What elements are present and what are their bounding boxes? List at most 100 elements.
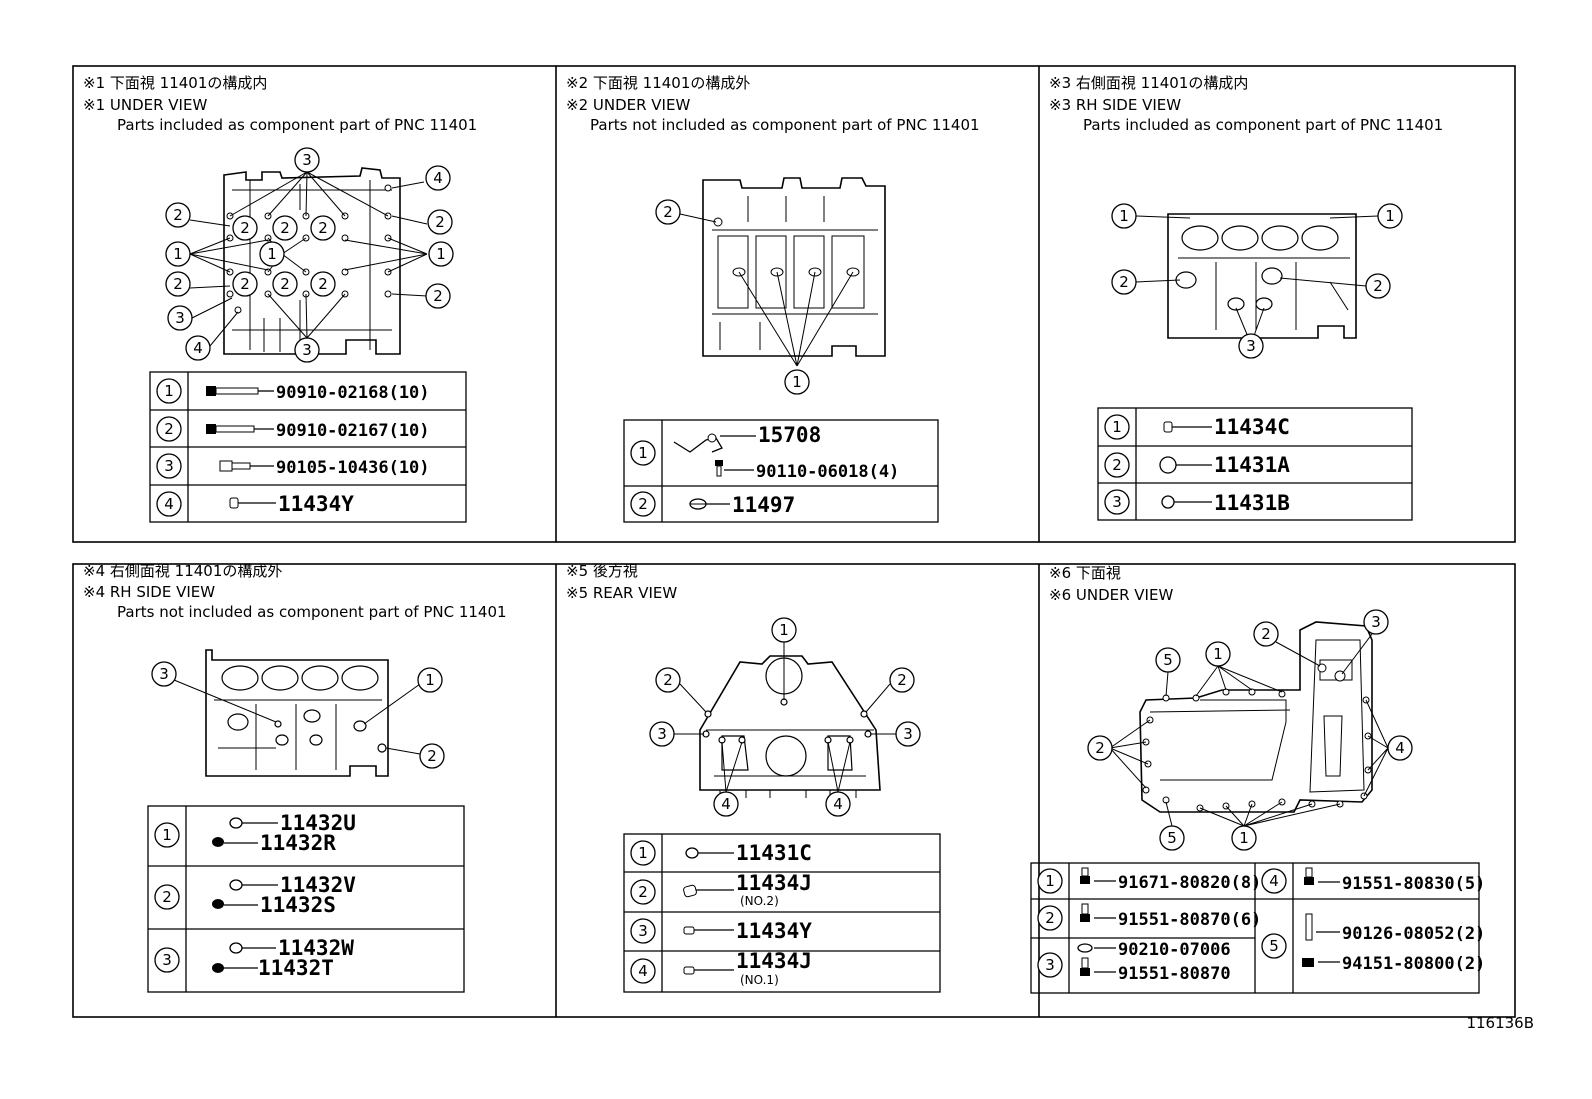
svg-text:1: 1 [1119, 207, 1129, 225]
svg-text:3: 3 [159, 665, 169, 683]
part-code: 11431B [1214, 491, 1290, 515]
panel-2-parts-table: 1 2 15708 90110-06018(4) 11497 [623, 419, 939, 523]
panel-6: ※6 下面視 ※6 UNDER VIEW 2 3 [1030, 564, 1485, 994]
figure-id: 116136B [1466, 1014, 1534, 1032]
svg-text:2: 2 [240, 219, 250, 237]
parts-row-num: 1 [1112, 418, 1122, 436]
svg-text:3: 3 [302, 341, 312, 359]
parts-row-num: 4 [1269, 872, 1279, 890]
svg-text:1: 1 [425, 671, 435, 689]
parts-row-num: 3 [638, 922, 648, 940]
svg-text:4: 4 [433, 169, 443, 187]
svg-text:2: 2 [435, 213, 445, 231]
part-code: 11497 [732, 493, 795, 517]
cap-icon [212, 942, 243, 973]
svg-text:1: 1 [173, 245, 183, 263]
svg-text:1: 1 [1385, 207, 1395, 225]
panel-1-parts-table: 1 2 3 4 90910-02168(10) 90910-02167(10) … [149, 371, 467, 523]
part-code: 91551-80870 [1118, 964, 1231, 984]
panel-1: ※1 下面視 11401の構成内 ※1 UNDER VIEW Parts inc… [83, 74, 477, 523]
parts-row-num: 3 [1045, 956, 1055, 974]
parts-row-num: 1 [638, 844, 648, 862]
panel-2-engine-block-drawing [679, 177, 886, 367]
svg-text:2: 2 [318, 219, 328, 237]
parts-row-num: 1 [1045, 872, 1055, 890]
panel-2-callouts: 2 1 [655, 199, 810, 395]
svg-text:2: 2 [280, 219, 290, 237]
plug-icon [683, 926, 695, 935]
svg-text:2: 2 [897, 671, 907, 689]
parts-row-num: 1 [164, 382, 174, 400]
part-code: 11432V [280, 873, 356, 897]
part-code: 15708 [758, 423, 821, 447]
panel-5-header-en: ※5 REAR VIEW [566, 584, 677, 602]
part-code: 11432S [260, 893, 336, 917]
part-code: 11434Y [736, 919, 812, 943]
parts-row-num: 2 [1112, 456, 1122, 474]
part-code: 90910-02168(10) [276, 383, 430, 403]
part-code: 11434C [1214, 415, 1290, 439]
panel-4: ※4 右側面視 11401の構成外 ※4 RH SIDE VIEW Parts … [83, 562, 507, 993]
panel-5-parts-table: 1 2 3 4 11431C 11434J (NO.2) 11434Y 1143… [623, 833, 941, 993]
svg-text:4: 4 [193, 339, 203, 357]
svg-text:3: 3 [657, 725, 667, 743]
washer-icon [1077, 943, 1093, 953]
panel-2-note: Parts not included as component part of … [590, 116, 980, 134]
part-sub: (NO.2) [740, 894, 779, 908]
svg-text:2: 2 [1261, 625, 1271, 643]
plug-icon [229, 497, 239, 509]
panel-6-oil-pan-drawing [1109, 621, 1389, 827]
svg-text:1: 1 [436, 245, 446, 263]
svg-text:2: 2 [173, 206, 183, 224]
panel-6-header-jp: ※6 下面視 [1049, 564, 1121, 582]
cap-icon [212, 879, 243, 909]
svg-text:1: 1 [1239, 829, 1249, 847]
parts-row-num: 3 [164, 457, 174, 475]
panel-5-engine-rear-drawing [674, 642, 896, 798]
flange-bolt-icon [1080, 903, 1090, 922]
expansion-plug-icon [1159, 456, 1177, 474]
parts-row-num: 5 [1269, 937, 1279, 955]
svg-text:2: 2 [318, 275, 328, 293]
parts-row-num: 2 [638, 883, 648, 901]
svg-text:2: 2 [1119, 273, 1129, 291]
panel-1-callouts: 3 4 2 2 2 2 2 1 1 1 2 2 2 2 2 3 4 3 [165, 147, 454, 363]
part-code: 90110-06018(4) [756, 462, 899, 482]
part-code: 11431C [736, 841, 812, 865]
part-sub: (NO.1) [740, 973, 779, 987]
panel-3: ※3 右側面視 11401の構成内 ※3 RH SIDE VIEW Parts … [1049, 74, 1443, 521]
parts-row-num: 2 [162, 888, 172, 906]
plug-icon [683, 966, 695, 975]
svg-text:5: 5 [1167, 829, 1177, 847]
svg-text:2: 2 [280, 275, 290, 293]
svg-text:3: 3 [1371, 613, 1381, 631]
panel-2-header-en: ※2 UNDER VIEW [566, 96, 690, 114]
expansion-plug-icon [1161, 495, 1175, 509]
svg-text:2: 2 [427, 747, 437, 765]
panel-1-header-en: ※1 UNDER VIEW [83, 96, 207, 114]
part-code: 91551-80830(5) [1342, 874, 1485, 894]
svg-text:1: 1 [267, 245, 277, 263]
svg-text:2: 2 [1095, 739, 1105, 757]
bolt-icon [219, 460, 251, 472]
part-code: 11432R [260, 831, 336, 855]
parts-row-num: 1 [162, 826, 172, 844]
svg-text:3: 3 [1246, 337, 1256, 355]
part-code: 11434J [736, 949, 812, 973]
plug-icon [683, 884, 697, 898]
panel-4-header-en: ※4 RH SIDE VIEW [83, 583, 215, 601]
part-code: 94151-80800(2) [1342, 954, 1485, 974]
panel-5-header-jp: ※5 後方視 [566, 562, 638, 580]
part-code: 91671-80820(8) [1118, 873, 1261, 893]
part-code: 90105-10436(10) [276, 458, 430, 478]
panel-6-callouts: 2 3 5 1 2 4 5 1 [1087, 609, 1413, 851]
svg-text:2: 2 [240, 275, 250, 293]
panel-6-header-en: ※6 UNDER VIEW [1049, 586, 1173, 604]
long-bolt-icon [206, 424, 255, 434]
panel-6-parts-table: 1 2 3 4 5 91671-80820(8) 91551-80870(6) … [1030, 862, 1485, 994]
svg-text:3: 3 [175, 309, 185, 327]
panel-4-header-jp: ※4 右側面視 11401の構成外 [83, 562, 282, 580]
flange-bolt-icon [1080, 957, 1090, 976]
panel-3-engine-block-drawing [1135, 213, 1379, 345]
